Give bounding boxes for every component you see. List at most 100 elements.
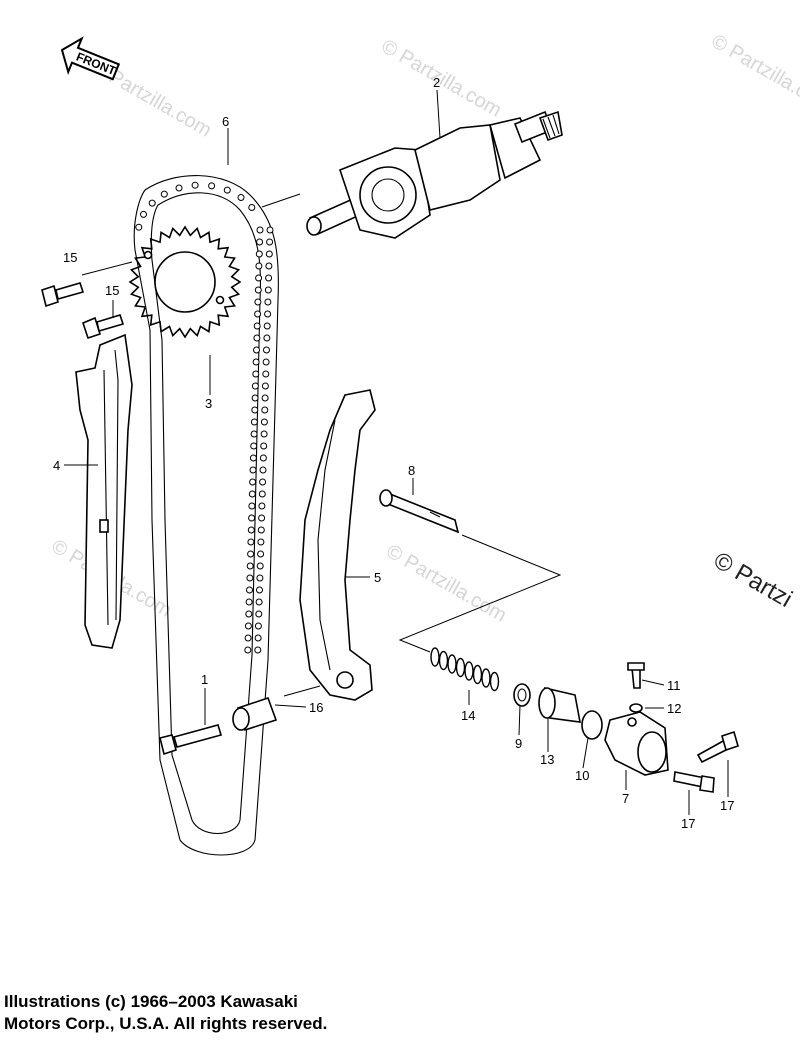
watermark: © Partzilla.com [708, 30, 800, 116]
copyright-line-1: Illustrations (c) 1966–2003 Kawasaki [4, 992, 298, 1011]
chain-link [260, 418, 268, 426]
callout-6: 6 [222, 114, 229, 129]
callout-14: 14 [461, 708, 475, 723]
collar-16 [232, 696, 278, 732]
chain-link [258, 502, 266, 510]
chain-link [244, 622, 252, 630]
chain-link [255, 598, 263, 606]
chain-link [261, 394, 269, 402]
chain-link [254, 646, 262, 654]
chain-link [256, 574, 264, 582]
chain-link [259, 454, 267, 462]
leader-lines [64, 89, 729, 815]
chain-link [258, 490, 266, 498]
chain-link [246, 574, 254, 582]
cam-sprocket [128, 225, 242, 339]
chain-link [250, 418, 258, 426]
chain-link [148, 199, 156, 207]
chain-link [257, 550, 265, 558]
chain-link [140, 210, 147, 218]
callout-9: 9 [515, 736, 522, 751]
chain-link [265, 262, 273, 270]
copyright-notice: Illustrations (c) 1966–2003 Kawasaki Mot… [4, 991, 564, 1035]
callout-1: 1 [201, 672, 208, 687]
chain-link [266, 226, 274, 234]
callouts: 1 2 3 4 5 6 7 8 9 10 11 12 13 14 15 15 1… [53, 75, 734, 831]
chain-link [257, 526, 265, 534]
spring-coil [447, 654, 457, 674]
chain-link [249, 466, 257, 474]
chain-link [253, 346, 260, 354]
chain-link [263, 346, 270, 354]
chain-link [252, 370, 260, 378]
spring-coil [472, 664, 483, 685]
chain-link [255, 274, 263, 282]
chain-link [259, 466, 267, 474]
tensioner-assembly [430, 647, 739, 793]
cam-chain [133, 175, 279, 856]
bolt-15 [41, 282, 125, 340]
chain-link [263, 322, 271, 330]
callout-5: 5 [374, 570, 381, 585]
chain-link [260, 430, 268, 438]
chain-link [253, 322, 261, 330]
callout-10: 10 [575, 768, 589, 783]
chain-link [263, 334, 271, 342]
chain-guide [75, 333, 133, 649]
chain-link [264, 286, 272, 294]
chain-link [250, 442, 258, 450]
chain-link [255, 262, 263, 270]
chain-links [135, 181, 274, 654]
chain-link [255, 250, 263, 258]
chain-link [257, 538, 265, 546]
callout-17-right: 17 [720, 798, 734, 813]
callout-2: 2 [433, 75, 440, 90]
chain-link [256, 238, 264, 246]
chain-link [265, 274, 273, 282]
chain-link [160, 190, 168, 198]
chain-link [245, 598, 253, 606]
tensioner-pin [379, 489, 460, 534]
chain-link [248, 502, 256, 510]
chain-link [249, 454, 257, 462]
chain-link [262, 370, 270, 378]
watermark: © Partzilla.com [383, 540, 511, 626]
chain-link [245, 610, 253, 618]
tensioner-spring [430, 647, 500, 692]
copyright-line-2: Motors Corp., U.S.A. All rights reserved… [4, 1014, 328, 1033]
chain-link [251, 406, 259, 414]
chain-link [237, 194, 245, 201]
chain-link [249, 478, 257, 486]
chain-link [248, 514, 256, 522]
chain-link [254, 298, 262, 306]
callout-3: 3 [205, 396, 212, 411]
chain-link [260, 442, 268, 450]
chain-link [247, 550, 255, 558]
chain-link [259, 478, 267, 486]
tensioner-guide [299, 389, 376, 701]
chain-link [247, 538, 255, 546]
chain-link [246, 562, 254, 570]
spring-coil [438, 650, 449, 671]
front-arrow: FRONT [60, 36, 121, 81]
chain-link [191, 181, 199, 189]
callout-4: 4 [53, 458, 60, 473]
callout-13: 13 [540, 752, 554, 767]
chain-link [256, 226, 264, 234]
chain-link [253, 334, 261, 342]
camshaft [306, 110, 563, 239]
chain-link [264, 310, 272, 318]
chain-link [258, 514, 266, 522]
chain-link [261, 406, 269, 414]
callout-16: 16 [309, 700, 323, 715]
chain-link [208, 182, 216, 190]
chain-link [175, 184, 183, 192]
callout-8: 8 [408, 463, 415, 478]
chain-link [254, 286, 262, 294]
callout-7: 7 [622, 791, 629, 806]
callout-15-top: 15 [63, 250, 77, 265]
chain-link [248, 204, 256, 211]
bolt-1 [159, 724, 223, 756]
spring-coil [455, 657, 466, 678]
